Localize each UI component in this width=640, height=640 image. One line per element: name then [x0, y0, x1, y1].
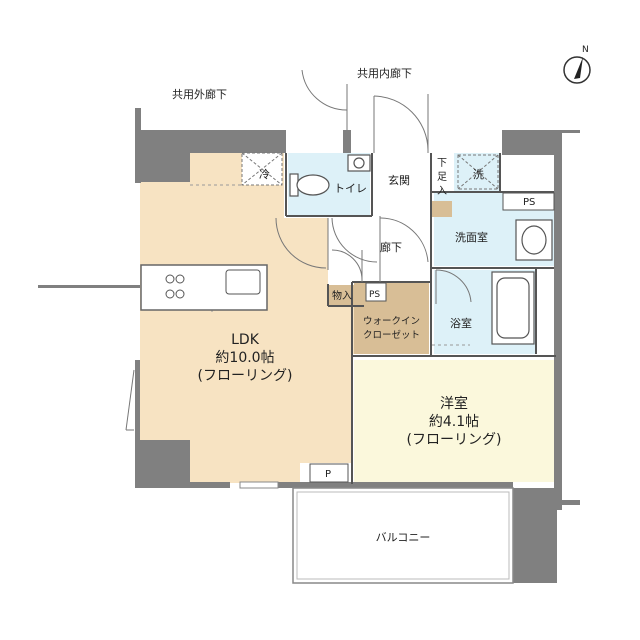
closet-label-2: クローゼット	[363, 329, 420, 341]
shoe-label-3: 入	[437, 186, 447, 197]
closet-label-1: ウォークイン	[363, 316, 420, 327]
washbasin	[515, 219, 553, 261]
washer-label: 洗	[473, 168, 484, 181]
western-floor: (フローリング)	[407, 432, 502, 448]
storage-label: 物入	[332, 289, 352, 302]
entrance-label: 玄関	[388, 173, 410, 187]
fridge-label: 冷	[259, 168, 270, 181]
ldk-floor: (フローリング)	[198, 368, 293, 384]
stove-burner	[165, 289, 175, 299]
outer-corridor-label: 共用外廊下	[172, 87, 227, 101]
stove-burner	[175, 289, 185, 299]
inner-corridor-label: 共用内廊下	[357, 66, 412, 80]
compass-icon: N	[563, 45, 591, 84]
p-bottom-label: P	[325, 469, 331, 480]
labels: 共用外廊下 共用内廊下 冷 洗 トイレ 玄関 下 足 入 廊下 洗面室 浴室 物…	[172, 66, 535, 544]
washroom-label: 洗面室	[455, 230, 488, 244]
bathroom-label: 浴室	[450, 316, 472, 330]
ldk-name: LDK	[231, 332, 260, 348]
western-name: 洋室	[440, 395, 468, 412]
toilet-label: トイレ	[334, 182, 367, 195]
balcony-outline	[292, 487, 514, 584]
toilet-fixture	[289, 154, 371, 197]
shoe-label-2: 足	[437, 171, 447, 183]
hallway-label: 廊下	[380, 240, 402, 254]
western-size: 約4.1帖	[429, 414, 479, 430]
bathtub	[491, 271, 535, 345]
kitchen-counter	[140, 264, 268, 311]
washer-space	[457, 154, 499, 190]
p-bottom-box	[309, 463, 349, 483]
door-swings	[125, 69, 472, 431]
fridge-space	[241, 152, 283, 186]
ps-mid-label: PS	[369, 290, 380, 300]
ps-top-box	[502, 192, 555, 211]
ldk-floor	[140, 153, 354, 483]
compass-north-label: N	[582, 45, 589, 55]
ldk-size: 約10.0帖	[215, 350, 274, 366]
ps-mid-box	[365, 282, 387, 302]
balcony-inner	[296, 491, 510, 580]
interior-walls	[285, 153, 556, 484]
stove-burner	[165, 274, 175, 284]
kitchen-sink	[225, 269, 261, 295]
western-floor	[354, 360, 555, 482]
shoe-label-1: 下	[437, 158, 447, 169]
balcony-label: バルコニー	[376, 531, 431, 544]
stove-burner	[175, 274, 185, 284]
shoe-floor	[432, 201, 452, 217]
ps-top-label: PS	[523, 197, 535, 208]
balcony-sash	[239, 481, 279, 489]
